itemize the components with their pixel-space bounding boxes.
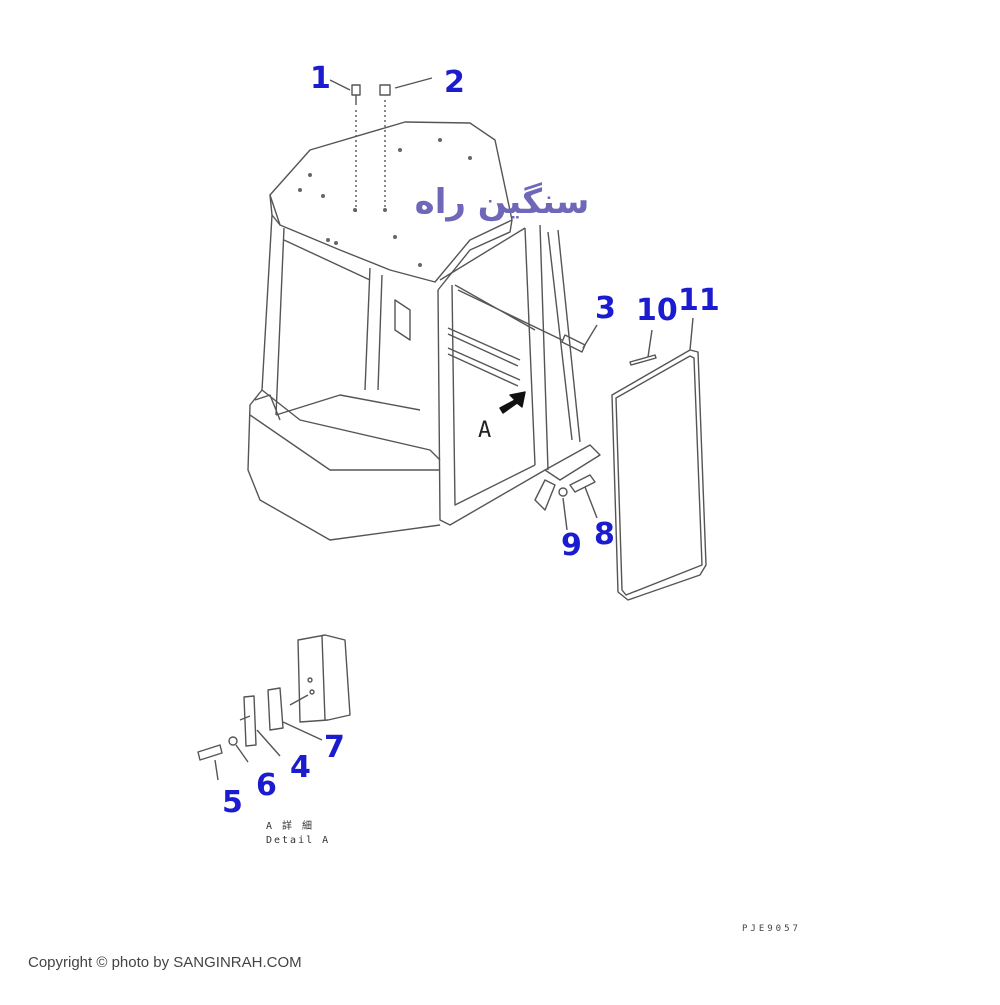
callout-6: 6 [256, 768, 277, 803]
callout-11: 11 [678, 283, 720, 318]
detail-caption-line1: A 詳 細 [266, 821, 315, 832]
drawing-code: PJE9057 [742, 924, 801, 934]
detail-caption-line2: Detail A [266, 835, 331, 846]
callout-4: 4 [290, 750, 311, 785]
callout-2: 2 [444, 65, 465, 100]
copyright-text: Copyright © photo by SANGINRAH.COM [28, 954, 302, 971]
view-marker-a: A [478, 418, 492, 443]
callout-8: 8 [594, 517, 615, 552]
callout-5: 5 [222, 785, 243, 820]
callout-7: 7 [324, 730, 345, 765]
callout-3: 3 [595, 291, 616, 326]
callout-9: 9 [561, 528, 582, 563]
watermark-logo: سنگین راه [414, 182, 590, 222]
callout-10: 10 [636, 293, 678, 328]
callout-1: 1 [310, 61, 331, 96]
detail-caption: A 詳 細 Detail A [266, 820, 330, 848]
